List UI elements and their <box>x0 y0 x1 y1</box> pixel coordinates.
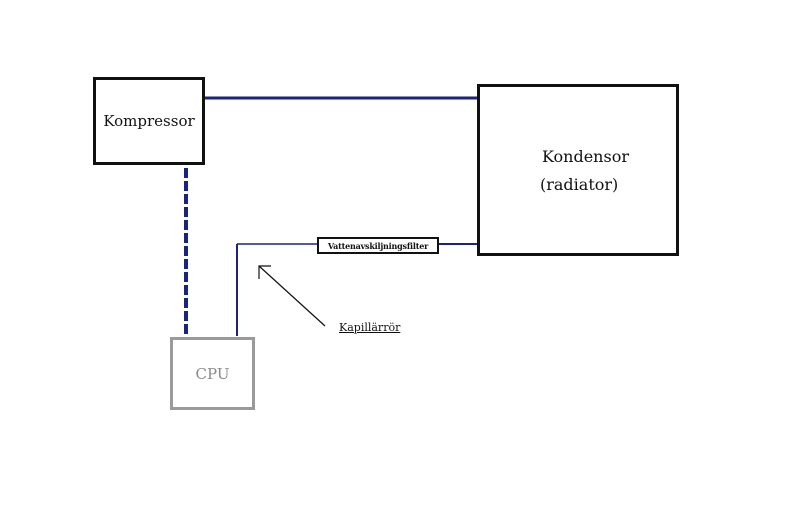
kondensor-sublabel: (radiator) <box>540 175 619 194</box>
kondensor-box: Kondensor (radiator) <box>477 84 679 256</box>
annotation-arrow-line <box>258 265 326 327</box>
kondensor-label: Kondensor <box>542 147 629 166</box>
kompressor-label: Kompressor <box>103 112 195 130</box>
annotation-arrow-head <box>258 265 271 279</box>
filter-box: Vattenavskiljningsfilter <box>317 237 439 254</box>
filter-label: Vattenavskiljningsfilter <box>327 240 429 251</box>
cpu-box: CPU <box>170 337 255 410</box>
kompressor-box: Kompressor <box>93 77 205 165</box>
capillary-annotation: Kapillärrör <box>339 321 401 334</box>
cpu-label: CPU <box>195 364 230 383</box>
